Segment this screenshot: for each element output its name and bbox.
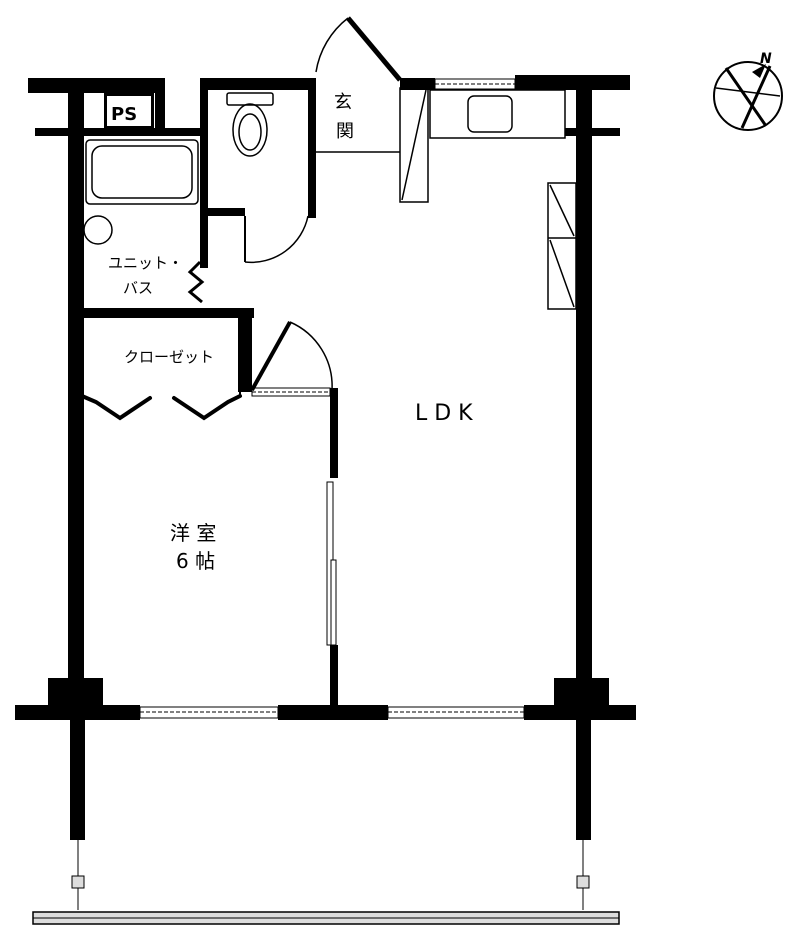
wall-top-right [515, 75, 630, 90]
wall-bath-top [85, 128, 205, 136]
wall-bedroom-right-lower [330, 645, 338, 707]
closet-door-left [80, 394, 152, 421]
bath-door [187, 260, 205, 304]
bedroom-door [250, 321, 333, 397]
wall-ps-right [155, 78, 165, 133]
toilet-tank [226, 92, 274, 106]
bedroom-label: 洋 室 [170, 521, 216, 545]
entrance [315, 16, 429, 203]
entrance-door [346, 16, 402, 82]
wall-top-left [28, 78, 160, 93]
wall-bedroom-right-upper [330, 388, 338, 478]
wall-toilet-top [200, 78, 315, 90]
wall-ps-ledge [35, 128, 95, 136]
kitchen [429, 89, 577, 310]
toilet-door-arc [244, 215, 309, 264]
entrance-label-1: 玄 [334, 92, 352, 113]
walls [15, 75, 636, 840]
bathroom-fixtures [83, 139, 205, 304]
toilet-bowl [232, 103, 268, 157]
closet-door-right [172, 394, 242, 421]
entrance-label-2: 関 [336, 121, 354, 142]
closet-label: クローゼット [124, 348, 214, 366]
wall-balcony-right [576, 718, 591, 840]
shoe-cabinet [399, 87, 429, 203]
entrance-door-arc [315, 17, 349, 73]
toilet-fixtures [226, 92, 309, 264]
bedroom-size-label: 6 帖 [176, 549, 215, 573]
wall-left [68, 78, 84, 713]
kitchen-counter [429, 89, 566, 139]
balcony-drain-right [576, 875, 590, 889]
kitchen-sink [467, 95, 513, 133]
compass-icon [713, 61, 783, 131]
wall-toilet-right [308, 78, 316, 218]
wall-balcony-left [70, 718, 85, 840]
wall-kitchen-ledge [565, 128, 620, 136]
kitchen-shelf [547, 182, 577, 310]
balcony [32, 840, 620, 925]
wall-toilet-left [200, 78, 208, 253]
pillar-bottom-left [48, 678, 103, 716]
wall-top-entry [400, 78, 435, 90]
pillar-bottom-right [554, 678, 609, 716]
wall-bath-bottom [84, 308, 254, 318]
wall-bath-right [200, 248, 208, 268]
wall-toilet-bottom [200, 208, 245, 216]
unit-bath-label-2: バス [123, 279, 153, 297]
wall-bottom-mid [278, 705, 388, 720]
bathtub-inner [91, 145, 193, 199]
balcony-drain-left [71, 875, 85, 889]
bathtub [85, 139, 199, 205]
wall-right [576, 78, 592, 713]
ps-label: PS [111, 104, 137, 125]
windows [139, 78, 525, 719]
unit-bath-label-1: ユニット・ [108, 254, 183, 272]
closet-doors [80, 379, 242, 421]
washbasin [83, 215, 113, 245]
wall-closet-right [238, 312, 252, 392]
ps-box-inner [107, 96, 151, 126]
north-label: N [760, 51, 772, 67]
toilet-bowl-inner [238, 113, 262, 151]
ldk-label: L D K [415, 401, 473, 426]
